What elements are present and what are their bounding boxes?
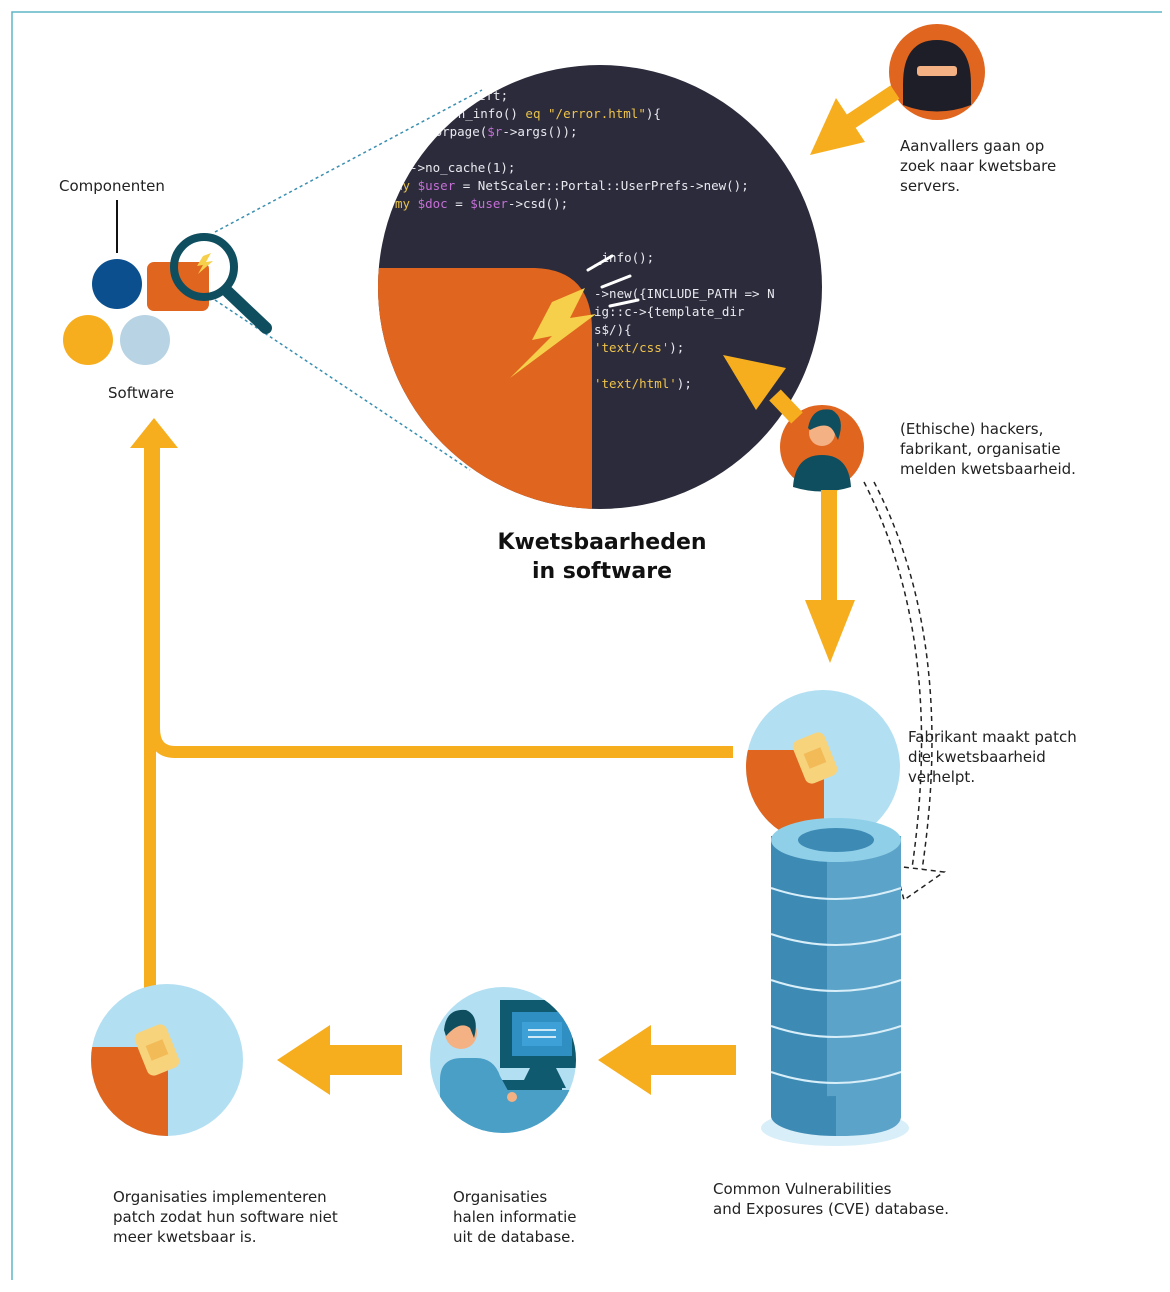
implement-line [144,440,156,998]
code-line: $r->no_cache(1); [395,160,515,175]
hackers-label: (Ethische) hackers, fabrikant, organisat… [900,420,1076,478]
code-line: errorpage($r->args()); [412,124,578,139]
lightning-icon [510,288,596,378]
code-line: _info(); [594,250,654,265]
code-line: 'text/css'); [594,340,684,355]
implement-arrow [277,1025,402,1095]
page-border [11,11,1162,1280]
code-line: my $doc = $user->csd(); [395,196,568,211]
fetch-arrow [598,1025,736,1095]
code-line: 'text/html'); [594,376,692,391]
impact-lines [586,254,640,308]
software-label: Software [108,384,175,402]
vulnerable-code-circle: ift; $r->path_info() eq "/error.html"){ er… [378,65,822,509]
code-line: s$/){ [594,322,632,337]
orgs-info-label: Organisaties halen informatie uit de dat… [453,1188,577,1246]
code-line: ig::c->{template_dir [594,304,745,319]
code-snippet: ift; $r->path_info() eq "/error.html"){ er… [395,88,775,391]
cve-report-dashed-arrow [863,481,947,902]
main-title: Kwetsbaarheden in software [497,530,707,584]
attack-arrow [810,85,900,155]
magnifier-icon [170,233,272,334]
attacker-avatar-icon [889,24,985,120]
bandage-icon [134,1024,180,1076]
hacker-avatar-icon [780,405,864,492]
code-line: ->new({INCLUDE_PATH => N [594,286,775,301]
organisation-patch-circle [91,984,243,1136]
cve-label: Common Vulnerabilities and Exposures (CV… [713,1180,950,1218]
report-arrow [723,355,803,424]
zoom-line-top [214,89,483,233]
computer-user-icon [430,987,576,1133]
bandage-icon [792,732,838,784]
attackers-label: Aanvallers gaan op zoek naar kwetsbare s… [900,137,1057,195]
patch-label: Fabrikant maakt patch die kwetsbaarheid … [908,728,1077,786]
code-line: $r->path_info() eq "/error.html"){ [405,106,661,121]
database-icon [761,818,909,1146]
componenten-label: Componenten [59,177,165,195]
code-line: my $user = NetScaler::Portal::UserPrefs-… [395,178,749,193]
patch-request-arrow [805,490,855,663]
orgs-implement-label: Organisaties implementeren patch zodat h… [113,1188,338,1246]
code-line: ift; [478,88,508,103]
